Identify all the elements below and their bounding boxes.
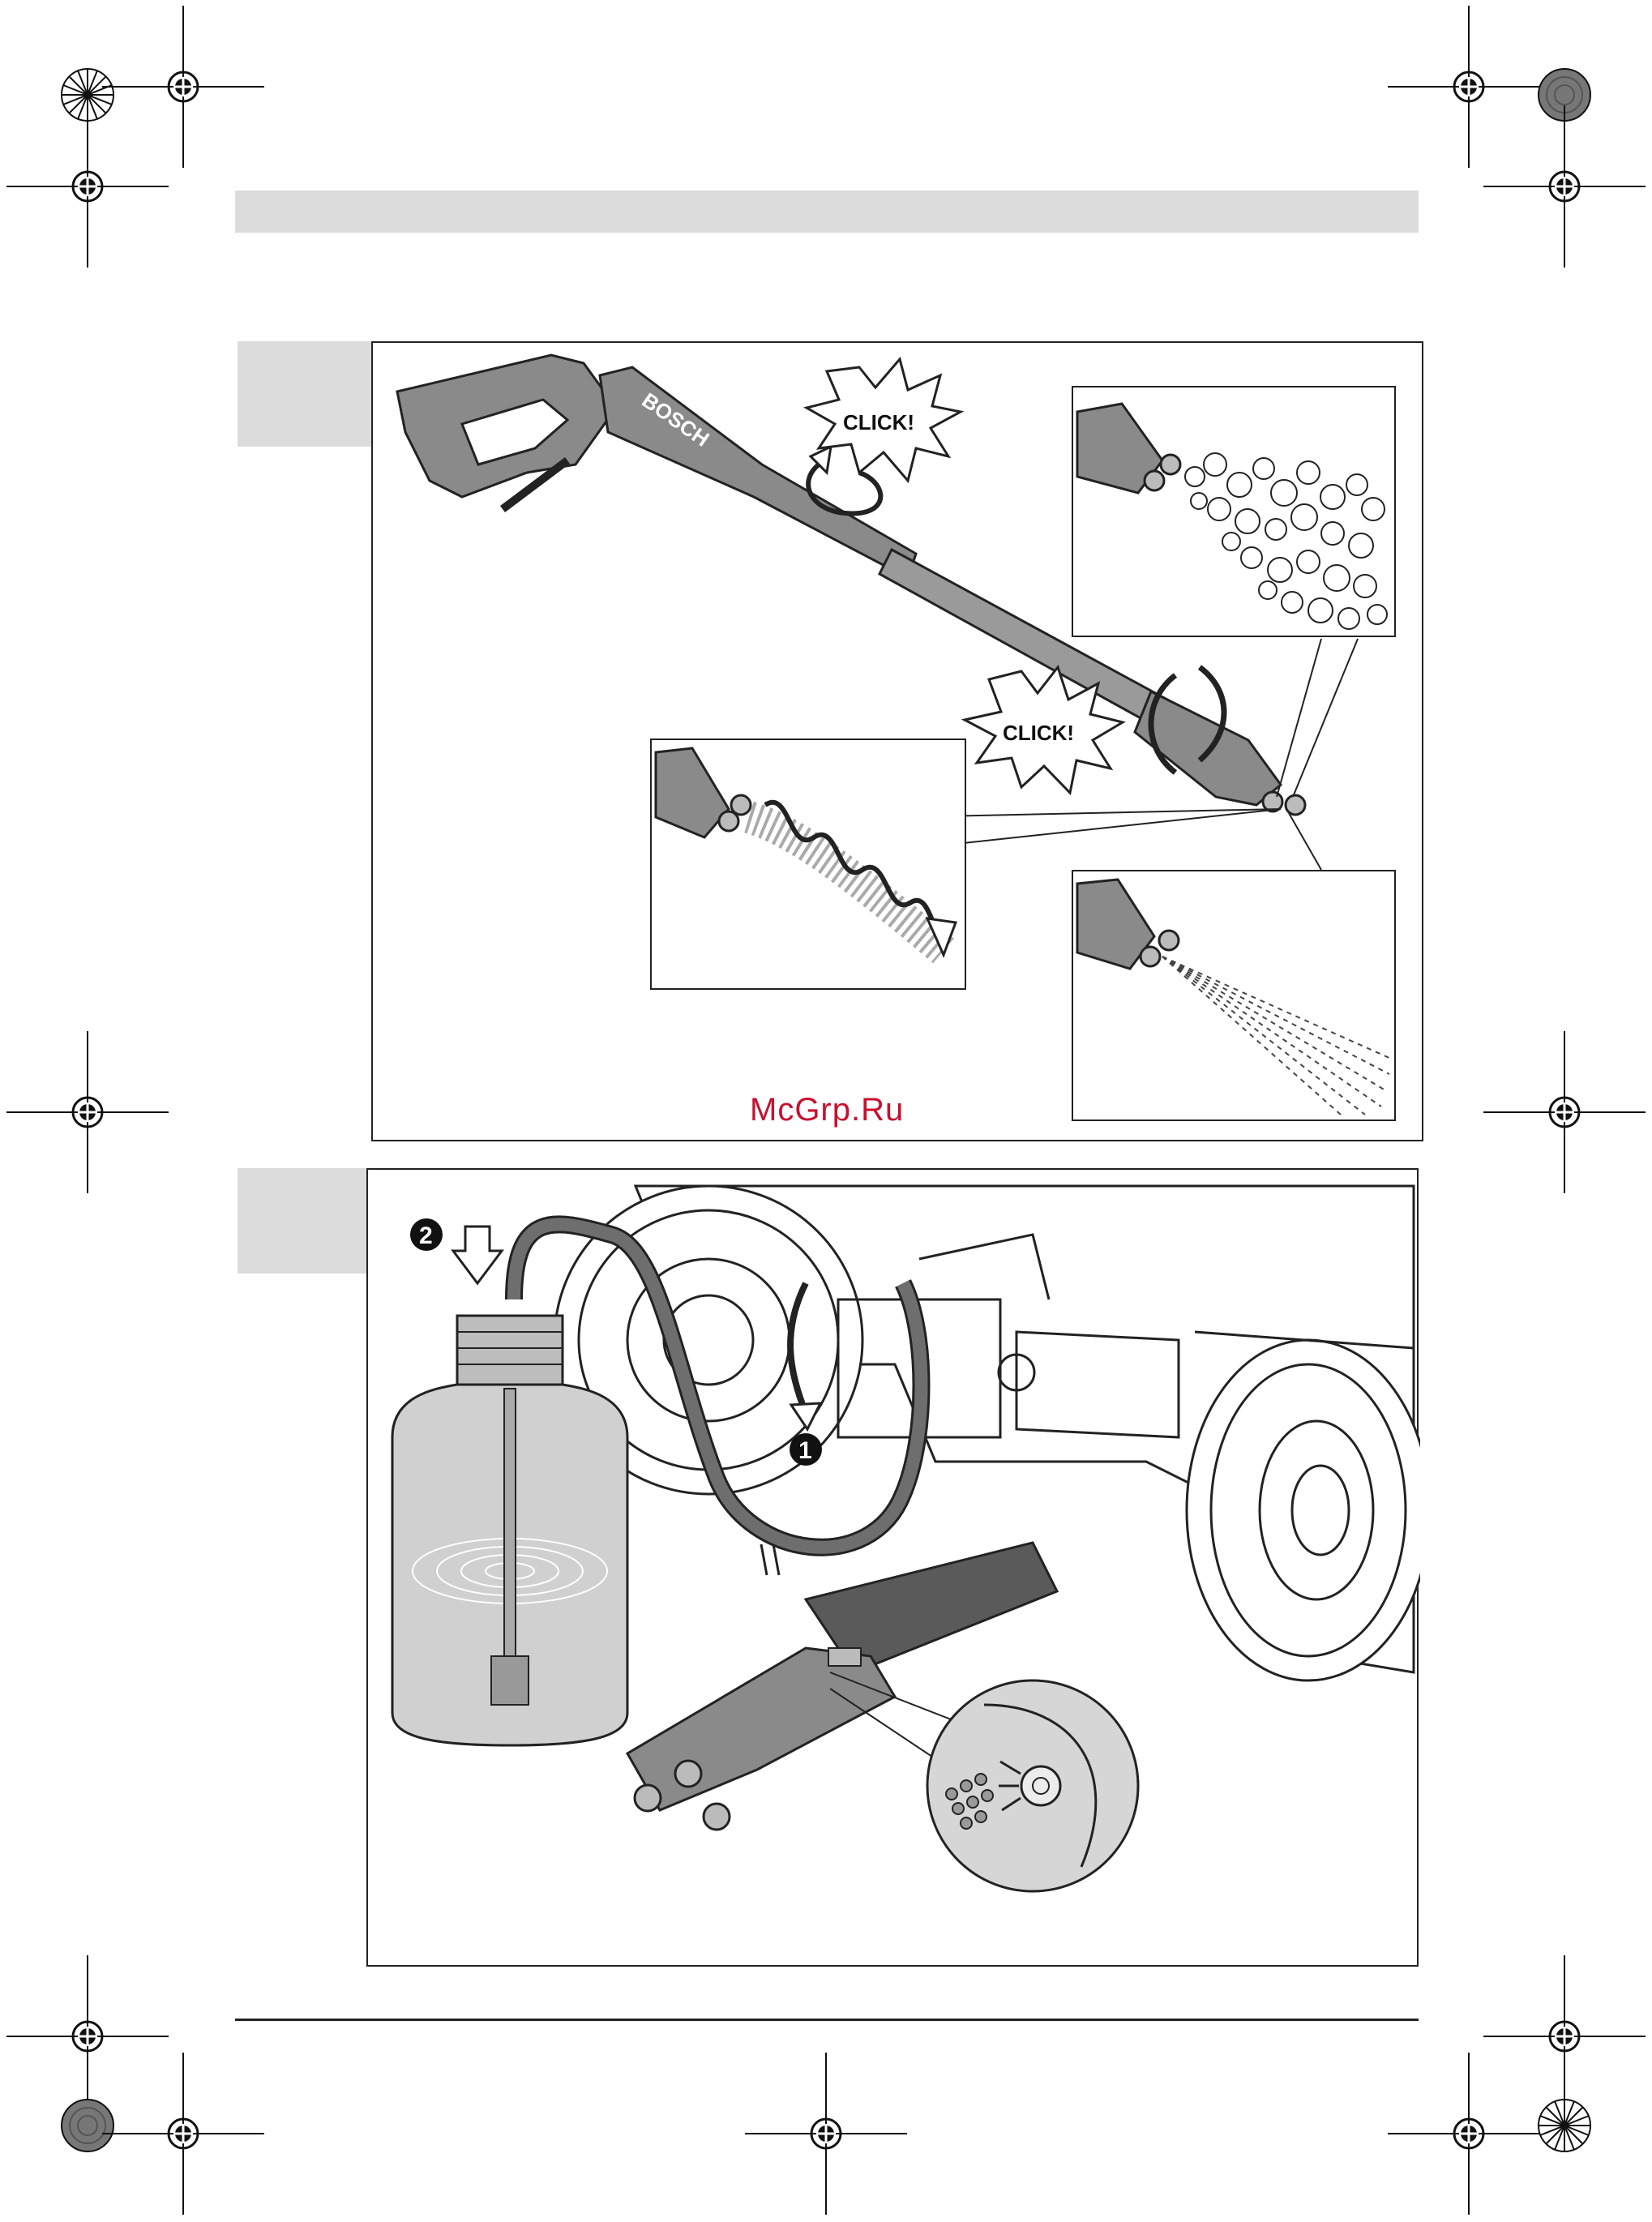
inset-rotating-jet <box>650 739 966 990</box>
figure-2-illustration: 1 2 <box>368 1170 1420 1968</box>
step-1-label: 1 <box>798 1437 812 1464</box>
nozzle-detail <box>627 1543 1138 1891</box>
click-burst-1: CLICK! <box>807 359 961 481</box>
watermark: McGrp.Ru <box>750 1092 904 1128</box>
step-2-label: 2 <box>419 1222 433 1249</box>
header-bar <box>235 191 1419 233</box>
figure-1-frame: BOSCH CLICK! CLICK! <box>371 341 1423 1141</box>
foam-spray-illustration <box>1073 387 1394 636</box>
figure-1-tab <box>238 341 371 447</box>
footer-rule <box>235 2019 1419 2021</box>
click-label-2: CLICK! <box>1003 721 1074 745</box>
figure-2-tab <box>238 1168 367 1274</box>
click-label-1: CLICK! <box>843 410 914 435</box>
figure-2-frame: 1 2 <box>366 1168 1419 1967</box>
inset-fan-spray <box>1072 870 1396 1121</box>
inset-foam-spray <box>1072 386 1396 637</box>
rotating-jet-illustration <box>652 740 965 988</box>
fan-spray-illustration <box>1073 871 1394 1120</box>
